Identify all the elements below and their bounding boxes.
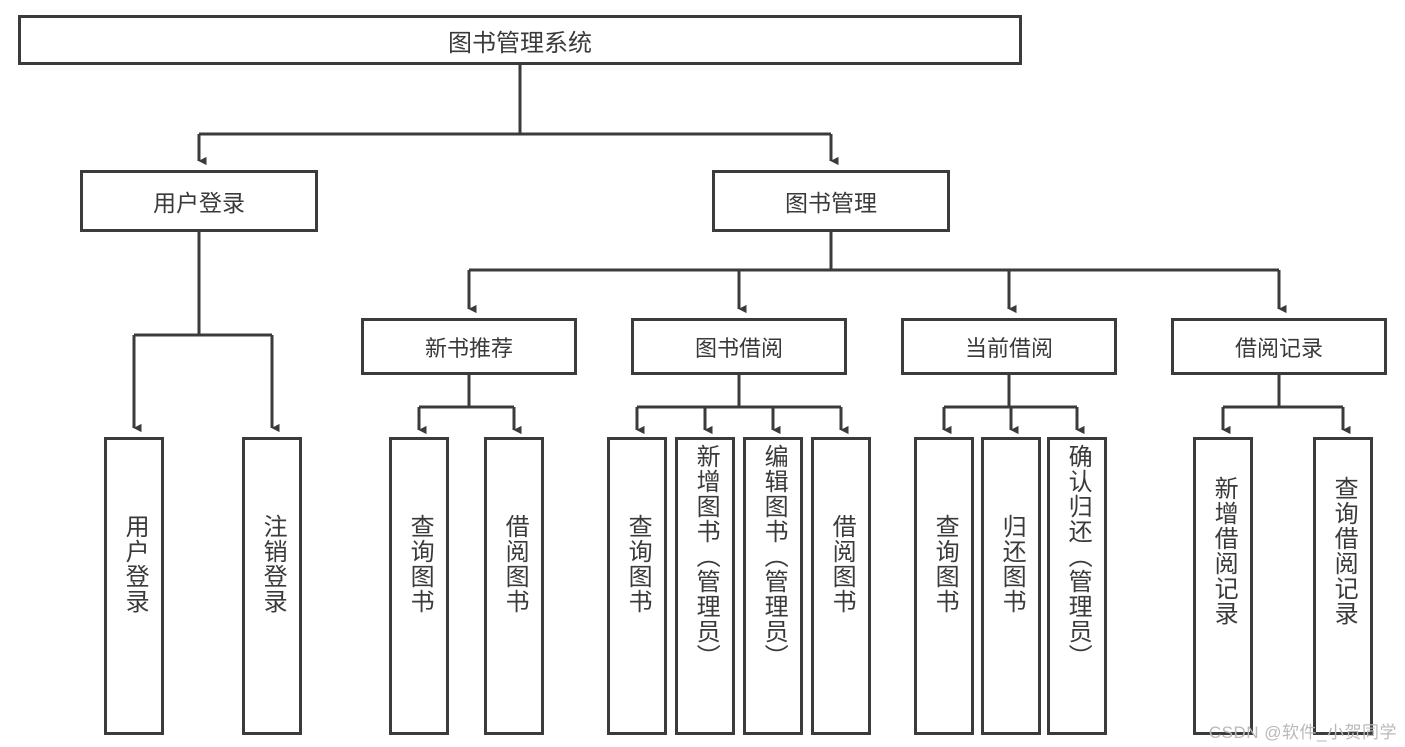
node-book-manage-label: 图书管理 bbox=[785, 190, 877, 216]
node-leaf-add-book[interactable]: 新增图书（管理员） bbox=[675, 437, 735, 735]
node-borrow-record[interactable]: 借阅记录 bbox=[1171, 318, 1387, 375]
node-leaf-query-record[interactable]: 查询借阅记录 bbox=[1313, 437, 1373, 735]
node-leaf-logout[interactable]: 注销登录 bbox=[242, 437, 302, 735]
node-book-manage[interactable]: 图书管理 bbox=[712, 170, 950, 232]
node-book-borrow-label: 图书借阅 bbox=[694, 335, 783, 361]
node-leaf-query-record-label: 查询借阅记录 bbox=[1330, 476, 1358, 626]
node-new-book-recommend-label: 新书推荐 bbox=[424, 335, 513, 361]
node-leaf-query-book-2[interactable]: 查询图书 bbox=[607, 437, 667, 735]
node-root-label: 图书管理系统 bbox=[448, 29, 592, 57]
node-new-book-recommend[interactable]: 新书推荐 bbox=[361, 318, 577, 375]
node-leaf-add-record-label: 新增借阅记录 bbox=[1210, 476, 1238, 626]
node-leaf-query-book-3-label: 查询图书 bbox=[931, 514, 959, 614]
node-leaf-add-book-label: 新增图书（管理员） bbox=[692, 444, 720, 669]
node-leaf-query-book-1[interactable]: 查询图书 bbox=[389, 437, 449, 735]
node-current-borrow[interactable]: 当前借阅 bbox=[901, 318, 1117, 375]
node-leaf-user-login-label: 用户登录 bbox=[121, 514, 149, 614]
node-leaf-confirm-return[interactable]: 确认归还（管理员） bbox=[1047, 437, 1107, 735]
node-current-borrow-label: 当前借阅 bbox=[964, 335, 1053, 361]
node-book-borrow[interactable]: 图书借阅 bbox=[631, 318, 847, 375]
node-leaf-logout-label: 注销登录 bbox=[259, 514, 287, 614]
node-leaf-confirm-return-label: 确认归还（管理员） bbox=[1064, 444, 1092, 669]
node-leaf-return-book[interactable]: 归还图书 bbox=[981, 437, 1041, 735]
watermark-text: CSDN @软件_小贺同学 bbox=[1208, 723, 1397, 742]
node-leaf-query-book-2-label: 查询图书 bbox=[624, 514, 652, 614]
node-leaf-edit-book[interactable]: 编辑图书（管理员） bbox=[743, 437, 803, 735]
node-user-login-label: 用户登录 bbox=[153, 190, 245, 216]
node-leaf-borrow-book-2[interactable]: 借阅图书 bbox=[811, 437, 871, 735]
node-leaf-borrow-book-2-label: 借阅图书 bbox=[828, 514, 856, 614]
node-leaf-return-book-label: 归还图书 bbox=[998, 514, 1026, 614]
node-user-login[interactable]: 用户登录 bbox=[80, 170, 318, 232]
node-root-book-management-system[interactable]: 图书管理系统 bbox=[18, 15, 1022, 65]
node-leaf-query-book-1-label: 查询图书 bbox=[406, 514, 434, 614]
node-leaf-borrow-book-1[interactable]: 借阅图书 bbox=[484, 437, 544, 735]
node-leaf-edit-book-label: 编辑图书（管理员） bbox=[760, 444, 788, 669]
node-leaf-borrow-book-1-label: 借阅图书 bbox=[501, 514, 529, 614]
node-borrow-record-label: 借阅记录 bbox=[1234, 335, 1323, 361]
node-leaf-query-book-3[interactable]: 查询图书 bbox=[914, 437, 974, 735]
node-leaf-add-record[interactable]: 新增借阅记录 bbox=[1193, 437, 1253, 735]
node-leaf-user-login[interactable]: 用户登录 bbox=[104, 437, 164, 735]
